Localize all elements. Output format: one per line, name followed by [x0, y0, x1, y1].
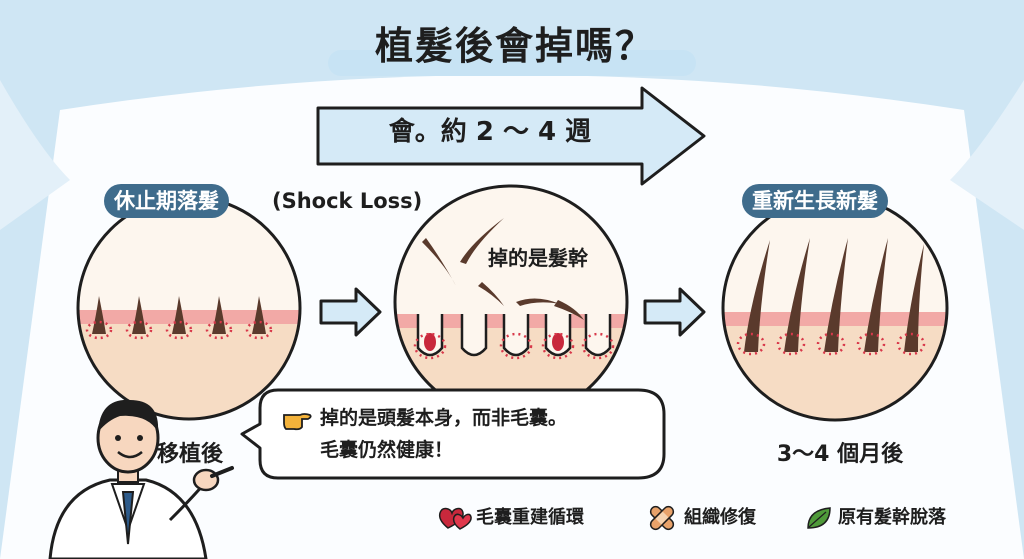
title-highlight — [328, 50, 696, 76]
bandage-icon — [649, 505, 675, 531]
stage-3-circle — [721, 194, 949, 422]
bubble-line-2: 毛囊仍然健康！ — [320, 439, 454, 461]
timeline-arrow — [316, 86, 706, 186]
hearts-icon — [438, 507, 472, 530]
stage-2-inline-label: 掉的是髮幹 — [488, 246, 588, 270]
timeline-label: 會。約 2 ～ 4 週 — [388, 117, 592, 147]
stage-3-caption: 3～4 個月後 — [776, 442, 904, 467]
stage-arrow-2 — [643, 287, 706, 337]
legend-label-3: 原有髮幹脫落 — [838, 507, 946, 528]
pointing-hand-icon — [283, 413, 312, 431]
bubble-line-1: 掉的是頭髮本身，而非毛囊。 — [320, 407, 568, 429]
speech-bubble — [240, 388, 666, 480]
stage-3-pill: 重新生長新髮 — [742, 184, 888, 218]
page-title: 植髮後會掉嗎？ — [374, 24, 655, 68]
stage-1-caption: 移植後 — [156, 442, 223, 467]
doctor-illustration — [48, 399, 234, 559]
legend-label-1: 毛囊重建循環 — [476, 507, 584, 528]
legend-label-2: 組織修復 — [684, 507, 756, 528]
stage-1-pill: 休止期落髮 — [104, 184, 229, 218]
stage-arrow-1 — [319, 287, 382, 337]
stage-1-circle — [76, 195, 302, 421]
leaf-icon — [807, 507, 831, 529]
stage-1-pill-ext: (Shock Loss) — [272, 189, 423, 213]
